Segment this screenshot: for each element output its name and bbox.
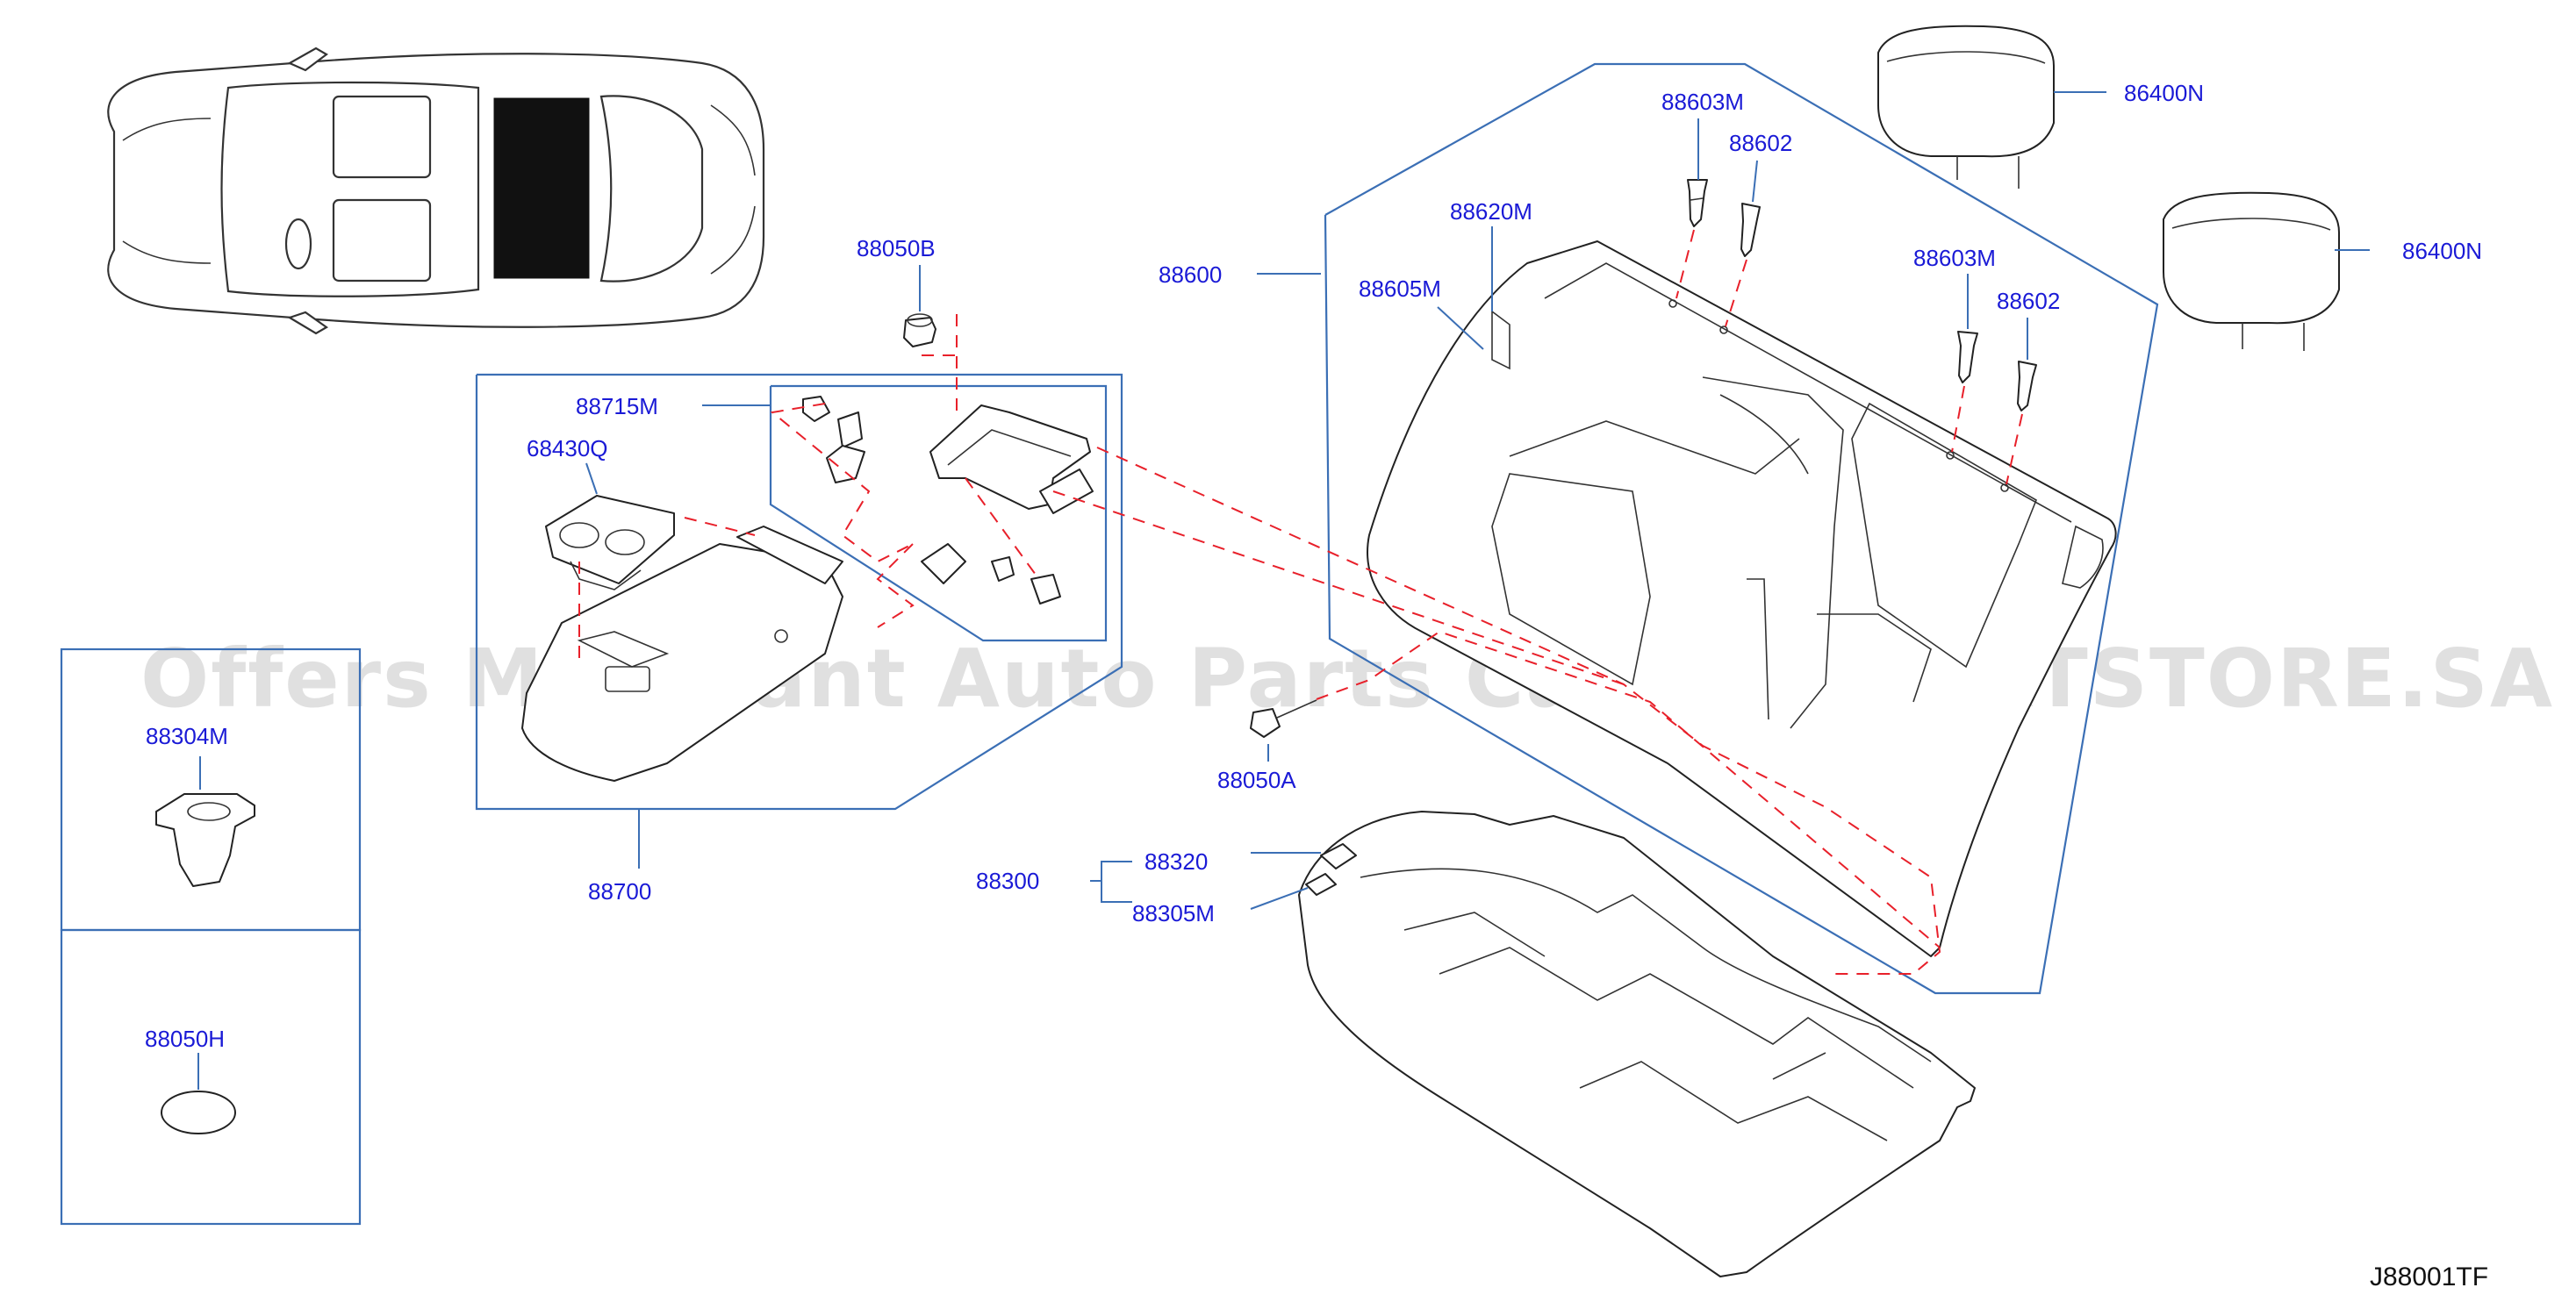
clip-88602-top-icon [1740, 203, 1761, 257]
car-top-view-icon [107, 46, 765, 335]
label-88300: 88300 [976, 868, 1039, 894]
label-88305m: 88305M [1132, 900, 1215, 926]
label-88605m: 88605M [1359, 275, 1441, 302]
label-88320: 88320 [1144, 848, 1208, 875]
nut-88050b-icon [903, 313, 936, 347]
bracket-subframe [769, 384, 1108, 642]
seatback-frame [1324, 62, 2159, 995]
label-88602-right: 88602 [1997, 288, 2060, 314]
headrest-top-icon [1877, 25, 2055, 189]
plug-88050h-part [161, 1091, 236, 1134]
drawing-code: J88001TF [2370, 1263, 2488, 1291]
label-88050a: 88050A [1217, 767, 1296, 793]
label-68430q: 68430Q [527, 435, 608, 461]
clip-88602-right-icon [2017, 361, 2037, 411]
clip-88603m-right-icon [1957, 331, 1978, 383]
detail-box-88050h [60, 928, 362, 1226]
label-88304m: 88304M [146, 723, 228, 749]
clip-88304m-part [155, 793, 255, 887]
watermark-text: Offers Merchant Auto Parts Catalog PARTS… [140, 632, 2554, 726]
headrest-right-icon [2163, 191, 2340, 351]
pin-88715m-a-icon [802, 396, 865, 483]
label-88603m-right: 88603M [1913, 245, 1996, 271]
label-88603m-top: 88603M [1661, 89, 1744, 115]
bracket-88715m-part [929, 404, 1094, 514]
cupholder-part [545, 495, 675, 590]
label-86400n-top: 86400N [2124, 80, 2204, 106]
label-88602-top: 88602 [1729, 130, 1792, 156]
clip-88305m-icon [1305, 873, 1337, 896]
clip-88603m-top-icon [1687, 179, 1708, 227]
seatback-part [1367, 240, 2117, 957]
armrest-frame [475, 373, 1123, 811]
clip-88715m-b-icon [921, 543, 1061, 604]
bolt-88050a-icon [1250, 699, 1317, 738]
label-86400n-right: 86400N [2402, 238, 2482, 264]
label-88700: 88700 [588, 878, 651, 905]
label-88620m: 88620M [1450, 198, 1532, 225]
clip-88320-icon [1320, 843, 1357, 869]
label-88600: 88600 [1159, 261, 1222, 288]
seat-cushion-part [1298, 811, 1976, 1277]
label-88050h: 88050H [145, 1026, 225, 1052]
label-88715m: 88715M [576, 393, 658, 419]
armrest-part [521, 526, 843, 782]
label-88050b: 88050B [857, 235, 936, 261]
